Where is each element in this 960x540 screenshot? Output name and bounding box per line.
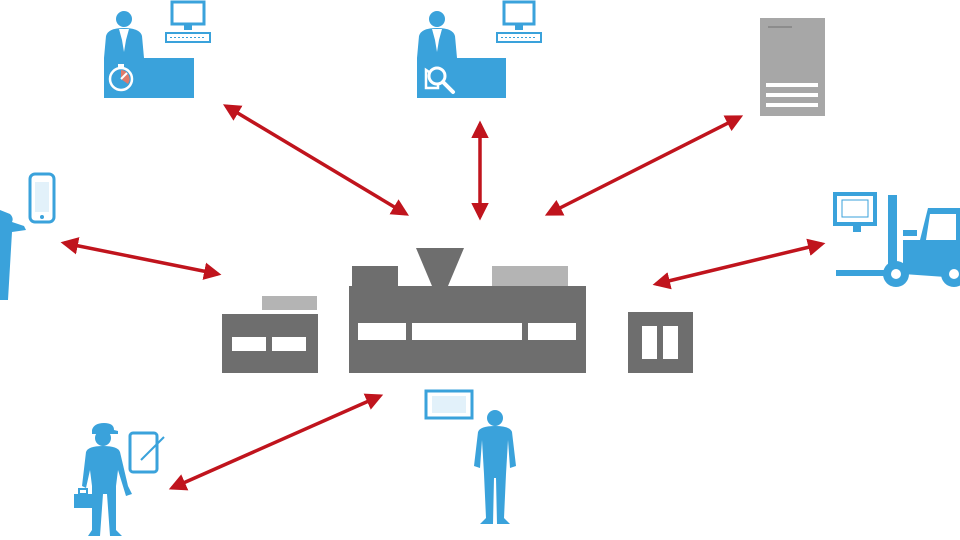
machine-top-block-right: [492, 266, 568, 286]
clerk-at-desk-with-magnifier-icon: [417, 0, 542, 98]
arrow-forklift: [652, 238, 826, 290]
injection-molding-machine-icon: [222, 248, 693, 373]
technician-with-tablet-icon: [74, 423, 165, 536]
forklift-with-terminal-icon: [833, 192, 960, 287]
person-with-smartphone-icon: [0, 172, 56, 300]
machine-left-unit-top: [262, 296, 317, 310]
arrow-mobile-user: [60, 237, 222, 280]
arrow-technician: [168, 393, 384, 491]
arrow-timekeeping-desk: [222, 104, 410, 216]
document-icon: [760, 18, 825, 116]
operator-with-terminal-icon: [424, 389, 516, 524]
connection-arrows: [60, 104, 826, 491]
clerk-at-desk-with-clock-icon: [104, 0, 211, 98]
machine-top-block-left: [352, 266, 398, 286]
hopper: [416, 248, 464, 286]
machine-right-unit: [628, 312, 693, 373]
arrow-document: [544, 115, 744, 216]
